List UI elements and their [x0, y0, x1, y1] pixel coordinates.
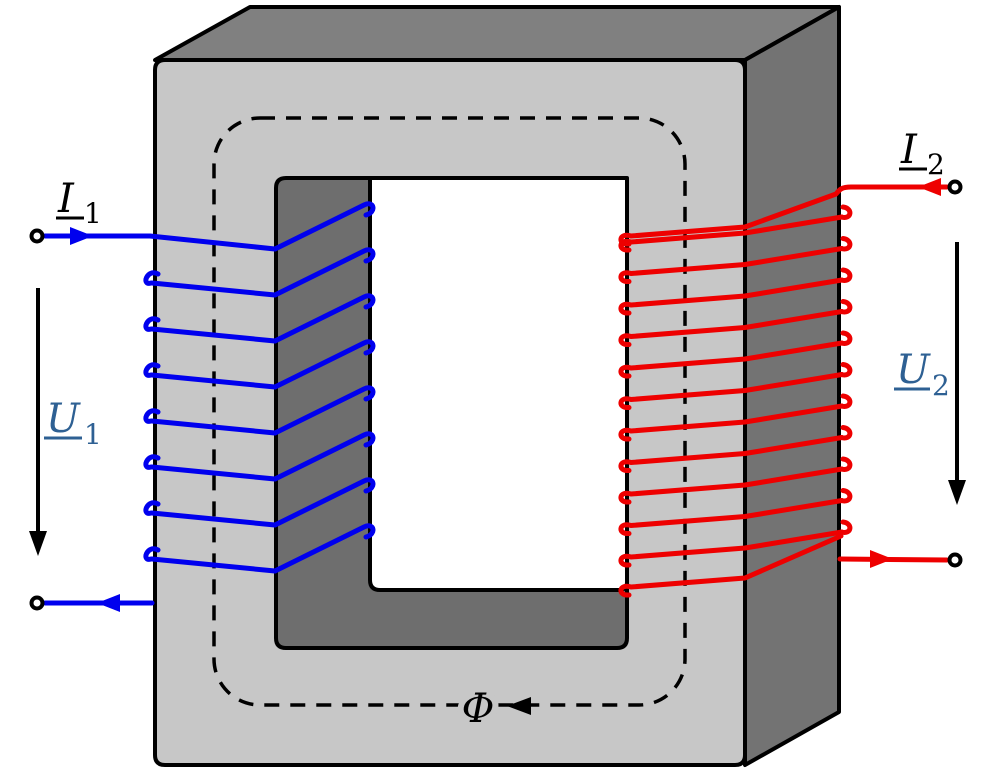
- label-primary-current: I 1: [56, 176, 102, 230]
- primary-winding-turn: [143, 523, 376, 574]
- secondary-winding-bottom-turn: [618, 533, 844, 598]
- u2-subscript: 2: [932, 369, 950, 402]
- primary-winding-turn: [143, 385, 376, 436]
- secondary-winding-turn: [618, 330, 853, 379]
- secondary-exit-arrowhead-icon: [870, 550, 893, 568]
- primary-terminal-top: [29, 228, 45, 244]
- core-window-opening: [368, 176, 629, 592]
- windings-layer: [42, 178, 950, 612]
- flux-arrowhead-icon: [507, 697, 531, 715]
- secondary-winding-turn: [618, 236, 853, 284]
- u2-arrowhead-icon: [948, 480, 966, 505]
- secondary-winding-turn: [618, 488, 853, 536]
- secondary-winding-exit: [837, 556, 950, 563]
- core-top-face: [153, 5, 841, 62]
- primary-winding-turn: [143, 477, 376, 528]
- label-secondary-current: I 2: [899, 127, 945, 181]
- u1-arrowhead-icon: [29, 531, 47, 556]
- secondary-winding-turn: [618, 204, 853, 253]
- primary-winding-turn: [143, 293, 376, 344]
- primary-voltage-arrow: [29, 288, 47, 556]
- primary-winding-turn: [143, 247, 376, 298]
- i1-subscript: 1: [84, 197, 102, 230]
- label-primary-voltage: U 1: [44, 396, 102, 451]
- secondary-terminal-bottom: [947, 552, 963, 568]
- primary-winding-turn: [143, 431, 376, 482]
- secondary-winding-turn: [618, 299, 853, 347]
- secondary-current-arrowhead-icon: [918, 178, 941, 196]
- primary-current-arrowhead-icon: [70, 227, 93, 245]
- secondary-winding-turn: [618, 425, 853, 473]
- secondary-winding-turn: [618, 393, 853, 442]
- flux-dashed-path: [212, 116, 687, 707]
- flux-loop: Φ: [212, 116, 687, 738]
- label-secondary-voltage: U 2: [894, 347, 950, 402]
- primary-winding-entry-turn: [42, 201, 376, 252]
- flux-label: Φ: [462, 686, 495, 732]
- secondary-winding-turn: [618, 456, 853, 505]
- i1-label: I: [57, 176, 75, 222]
- terminals: [29, 179, 963, 611]
- secondary-terminal-top: [947, 179, 963, 195]
- secondary-winding-turn: [618, 267, 853, 316]
- primary-exit-arrowhead-icon: [97, 594, 120, 612]
- secondary-voltage-arrow: [948, 242, 966, 505]
- u1-subscript: 1: [84, 418, 102, 451]
- primary-terminal-bottom: [29, 595, 45, 611]
- i2-subscript: 2: [927, 148, 945, 181]
- secondary-winding-turn: [618, 519, 853, 568]
- u1-label: U: [46, 396, 81, 442]
- secondary-winding-turn: [618, 362, 853, 410]
- i2-label: I: [900, 127, 918, 173]
- u2-label: U: [896, 347, 931, 393]
- primary-winding-turn: [143, 339, 376, 390]
